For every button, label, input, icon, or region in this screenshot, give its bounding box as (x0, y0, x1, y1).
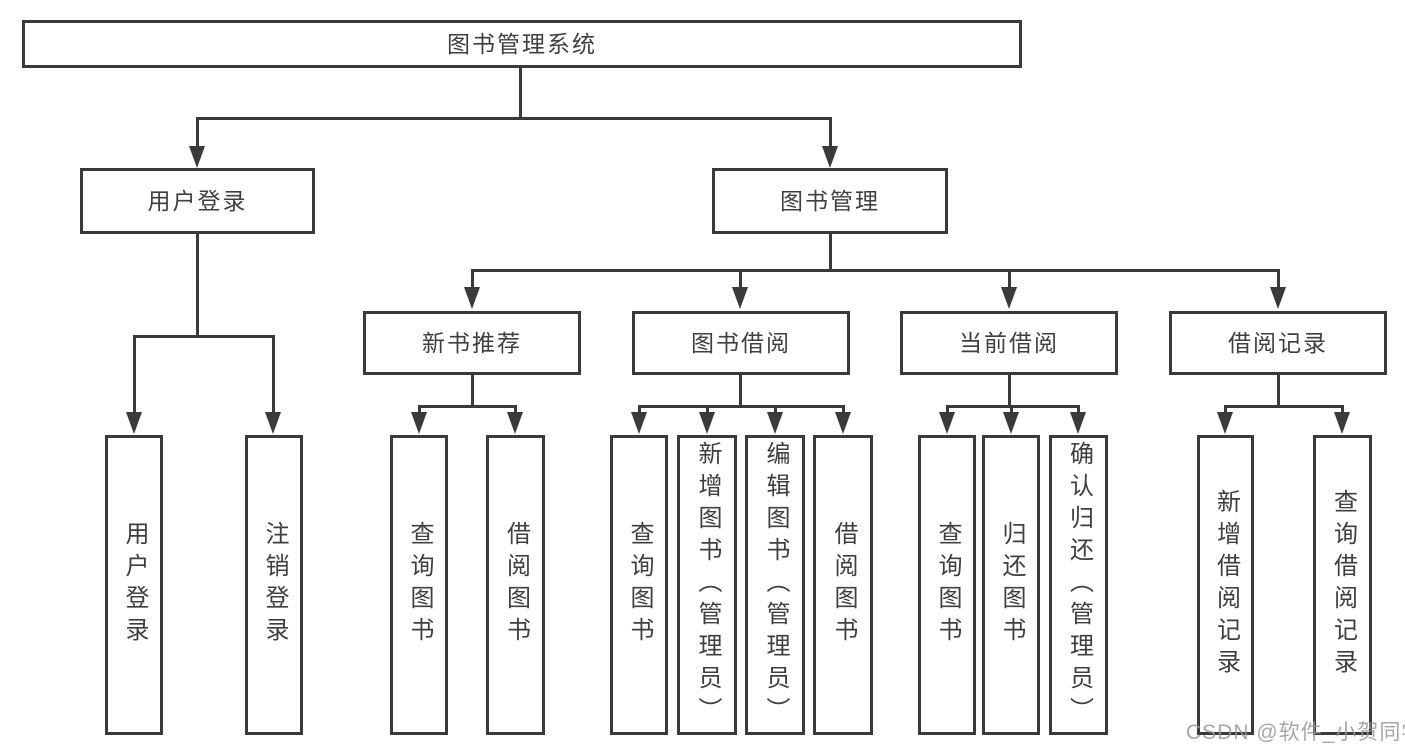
connector-line (1224, 405, 1344, 408)
connector-line (829, 117, 832, 148)
leaf-label: 归还图书 (998, 521, 1025, 649)
node-label: 当前借阅 (959, 329, 1059, 356)
connector-line (418, 405, 421, 415)
connector-line (133, 335, 136, 413)
connector-line (471, 269, 1279, 272)
connector-line (739, 375, 742, 408)
leaf-label: 注销登录 (261, 521, 288, 649)
leaf-query-books-recommend: 查询图书 (390, 435, 448, 735)
arrow-down-icon (1070, 412, 1086, 434)
connector-line (1077, 405, 1080, 415)
leaf-label: 借阅图书 (830, 521, 857, 649)
arrow-down-icon (939, 412, 955, 434)
node-borrowing-records: 借阅记录 (1169, 311, 1387, 375)
leaf-return-books: 归还图书 (982, 435, 1040, 735)
connector-line (739, 269, 742, 289)
leaf-confirm-return-admin: 确认归还（管理员） (1049, 435, 1108, 735)
leaf-edit-books-admin: 编辑图书（管理员） (745, 435, 805, 735)
node-label: 图书管理系统 (447, 30, 597, 57)
connector-line (638, 405, 845, 408)
leaf-borrow-books: 借阅图书 (813, 435, 873, 735)
connector-line (196, 117, 199, 148)
connector-line (196, 234, 199, 338)
arrow-down-icon (732, 287, 748, 309)
node-label: 新书推荐 (422, 329, 522, 356)
leaf-label: 确认归还（管理员） (1065, 441, 1093, 729)
connector-line (514, 405, 517, 415)
arrow-down-icon (265, 412, 281, 434)
leaf-label: 查询图书 (626, 521, 653, 649)
connector-line (1341, 405, 1344, 415)
connector-line (946, 405, 949, 415)
arrow-down-icon (189, 146, 205, 168)
arrow-down-icon (835, 412, 851, 434)
arrow-down-icon (699, 412, 715, 434)
arrow-down-icon (1217, 412, 1233, 434)
leaf-label: 编辑图书（管理员） (762, 441, 789, 729)
arrow-down-icon (822, 146, 838, 168)
arrow-down-icon (1334, 412, 1350, 434)
arrow-down-icon (631, 412, 647, 434)
connector-line (1008, 269, 1011, 289)
connector-line (774, 405, 777, 415)
connector-line (1277, 375, 1280, 408)
arrow-down-icon (507, 412, 523, 434)
node-user-login: 用户登录 (80, 168, 315, 234)
leaf-label: 查询图书 (934, 521, 961, 649)
connector-line (706, 405, 709, 415)
leaf-query-borrow-record: 查询借阅记录 (1313, 435, 1372, 735)
leaf-add-books-admin: 新增图书（管理员） (677, 435, 737, 735)
connector-line (519, 68, 522, 118)
connector-line (842, 405, 845, 415)
connector-line (272, 335, 275, 413)
connector-line (418, 405, 517, 408)
leaf-label: 查询借阅记录 (1329, 489, 1357, 681)
node-book-management: 图书管理 (712, 168, 948, 234)
leaf-query-books-current: 查询图书 (918, 435, 976, 735)
watermark: CSDN @软件_小贺同学 (1186, 721, 1405, 744)
arrow-down-icon (411, 412, 427, 434)
connector-line (1224, 405, 1227, 415)
leaf-logout: 注销登录 (245, 435, 303, 735)
arrow-down-icon (126, 412, 142, 434)
connector-line (471, 269, 474, 289)
arrow-down-icon (767, 412, 783, 434)
leaf-borrow-books-recommend: 借阅图书 (486, 435, 545, 735)
leaf-label: 新增图书（管理员） (694, 441, 721, 729)
connector-line (638, 405, 641, 415)
connector-line (1277, 269, 1280, 289)
node-label: 借阅记录 (1228, 329, 1328, 356)
node-root-library-system: 图书管理系统 (22, 20, 1022, 68)
connector-line (196, 117, 832, 120)
connector-line (829, 234, 832, 272)
leaf-query-books-borrowing: 查询图书 (610, 435, 668, 735)
connector-line (946, 405, 1080, 408)
leaf-label: 查询图书 (406, 521, 433, 649)
arrow-down-icon (1001, 287, 1017, 309)
leaf-add-borrow-record: 新增借阅记录 (1197, 435, 1254, 735)
arrow-down-icon (464, 287, 480, 309)
leaf-label: 用户登录 (121, 521, 148, 649)
node-label: 用户登录 (147, 187, 248, 214)
connector-line (1010, 405, 1013, 415)
node-label: 图书管理 (780, 187, 880, 214)
connector-line (471, 375, 474, 408)
arrow-down-icon (1270, 287, 1286, 309)
arrow-down-icon (1003, 412, 1019, 434)
connector-line (133, 335, 275, 338)
node-label: 图书借阅 (691, 329, 791, 356)
node-new-book-recommendation: 新书推荐 (363, 311, 581, 375)
node-current-borrowing: 当前借阅 (900, 311, 1118, 375)
connector-line (1008, 375, 1011, 408)
leaf-label: 借阅图书 (502, 521, 530, 649)
node-book-borrowing: 图书借阅 (632, 311, 850, 375)
leaf-user-login: 用户登录 (105, 435, 163, 735)
leaf-label: 新增借阅记录 (1212, 489, 1240, 681)
